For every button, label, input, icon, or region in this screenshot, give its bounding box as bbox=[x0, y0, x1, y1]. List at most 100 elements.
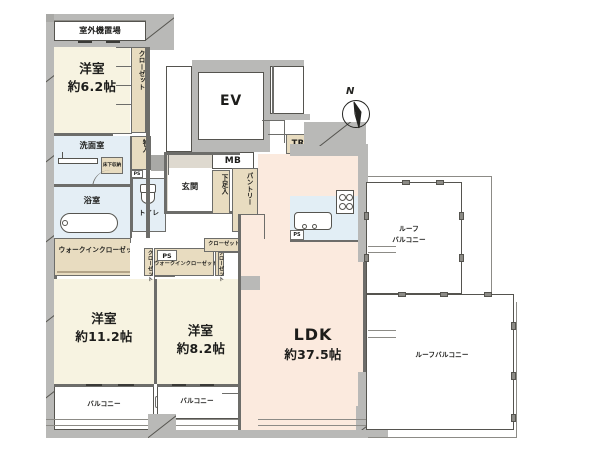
ldk-south-edge-line-2 bbox=[258, 425, 368, 426]
compass-north-label: N bbox=[346, 86, 355, 97]
wic-west-label: ウォークインクローゼット bbox=[54, 246, 144, 256]
closet-small-a bbox=[144, 248, 153, 276]
partition-center-vertical bbox=[146, 133, 150, 238]
ldk-label: LDK bbox=[293, 325, 333, 344]
room-ldk-extension bbox=[240, 214, 268, 430]
roof-balcony-upper-line2: バルコニー bbox=[392, 235, 426, 244]
wall-corridor-top bbox=[270, 60, 304, 66]
closet-door-arc bbox=[116, 47, 132, 63]
wall-segment-ne bbox=[146, 42, 174, 50]
outdoor-unit-label: 室外機置場 bbox=[79, 25, 121, 35]
roof-balcony-connector-4 bbox=[368, 252, 396, 253]
wall-hatch-w3 bbox=[46, 230, 54, 246]
wall-ldk-west-jog bbox=[240, 276, 260, 290]
wall-hatch-w5 bbox=[46, 386, 54, 402]
closet-door-arc bbox=[116, 104, 132, 120]
bathroom-label: 浴室 bbox=[83, 195, 101, 205]
entrance-label: 玄関 bbox=[181, 181, 199, 191]
bedroom-south-area: 約8.2帖 bbox=[176, 341, 226, 356]
closet-small-a-label: クローゼット bbox=[147, 250, 153, 282]
exterior-wall-top bbox=[54, 14, 146, 20]
railing-post bbox=[511, 372, 516, 380]
balcony-edge-line bbox=[46, 425, 346, 426]
partition-entrance-top bbox=[166, 152, 240, 155]
ldk-area: 約37.5帖 bbox=[284, 347, 342, 362]
ps-label-d: PS bbox=[293, 232, 301, 238]
partition-ldk-east bbox=[363, 262, 366, 372]
closet-north-label: クローゼット bbox=[137, 50, 145, 91]
railing-post bbox=[436, 180, 444, 185]
wall-hatch-ne bbox=[146, 14, 174, 42]
wall-corridor-bottom bbox=[264, 114, 310, 120]
closet-door-arc bbox=[116, 85, 132, 101]
wall-hatch-w1 bbox=[46, 70, 54, 86]
partition-ldk-west bbox=[238, 214, 241, 430]
railing-post bbox=[511, 322, 516, 330]
stove-burners bbox=[336, 190, 354, 214]
ps-label-b: PS bbox=[162, 251, 172, 260]
sliding-door-tick bbox=[106, 41, 120, 43]
railing-post bbox=[459, 254, 464, 262]
partition-closet-east bbox=[146, 47, 150, 133]
railing-post bbox=[364, 212, 369, 220]
common-corridor-right bbox=[270, 66, 304, 114]
roof-balcony-connector-3 bbox=[368, 246, 396, 247]
railing-post bbox=[511, 414, 516, 422]
sliding-door-tick bbox=[172, 384, 186, 387]
sliding-door-tick bbox=[78, 41, 92, 43]
wall-entry-corner bbox=[151, 155, 167, 171]
wall-ldk-south bbox=[258, 430, 368, 438]
railing-post bbox=[459, 212, 464, 220]
wic-west-text: ウォークインクローゼット bbox=[58, 246, 140, 254]
roof-balcony-lower-label: ルーフバルコニー bbox=[415, 351, 469, 359]
structural-pier-south bbox=[148, 414, 176, 438]
underfloor-storage-label: 床下収納 bbox=[102, 162, 122, 168]
ps-chip-b: PS bbox=[157, 250, 177, 261]
partition-dot bbox=[54, 276, 57, 279]
railing-post bbox=[398, 292, 406, 297]
roof-balcony-connector-2 bbox=[368, 337, 396, 338]
roof-balcony-lower-outline bbox=[516, 302, 517, 438]
railing-post bbox=[484, 292, 492, 297]
wall-hatch-w4 bbox=[46, 310, 54, 326]
wall-ldk-east-lower bbox=[358, 372, 368, 430]
wall-ldk-east-upper bbox=[358, 154, 368, 262]
roof-balcony-upper-line1: ルーフ bbox=[399, 225, 419, 233]
railing-post bbox=[402, 180, 410, 185]
sink-drain-2 bbox=[312, 224, 317, 229]
railing-post bbox=[364, 254, 369, 262]
closet-south-label: クローゼット bbox=[208, 241, 240, 247]
bedroom-north-area: 約6.2帖 bbox=[67, 79, 117, 94]
bedroom-west-name: 洋室 bbox=[91, 311, 117, 326]
pantry-label: パントリー bbox=[245, 172, 253, 206]
bedroom-south-name: 洋室 bbox=[187, 323, 214, 338]
elevator-car bbox=[198, 72, 264, 140]
bedroom-north-name: 洋室 bbox=[79, 61, 105, 76]
room-bedroom-west bbox=[54, 279, 154, 384]
wall-hatch-w2 bbox=[46, 150, 54, 166]
wic-shelf bbox=[57, 271, 141, 273]
ldk-door-arc bbox=[240, 214, 265, 239]
wic-west bbox=[54, 238, 144, 276]
ps-chip-d: PS bbox=[290, 230, 304, 240]
wall-under-outdoor-unit bbox=[54, 41, 146, 47]
shoe-box-label: 下足入 bbox=[220, 174, 228, 195]
wic-center-text: ウォークインクローゼット bbox=[154, 261, 218, 267]
railing-post bbox=[440, 292, 448, 297]
sliding-door-tick bbox=[86, 384, 102, 387]
roof-balcony-lower bbox=[366, 294, 514, 430]
elevator-label: EV bbox=[219, 93, 243, 109]
bathtub-drain bbox=[62, 220, 68, 226]
balcony-west-label: バルコニー bbox=[87, 400, 121, 408]
compass-rose: N bbox=[334, 86, 378, 136]
trunk-room-label: TR bbox=[291, 138, 305, 148]
partition-bedroom-north-south bbox=[54, 133, 112, 136]
roof-balcony-lower-outline bbox=[368, 437, 516, 438]
bathtub bbox=[60, 213, 118, 233]
underfloor-storage-chip: 床下収納 bbox=[101, 157, 123, 174]
partition-entrance-bottom bbox=[166, 211, 240, 214]
wall-corner-nw bbox=[46, 14, 54, 22]
corridor-center bbox=[130, 238, 144, 276]
sink-drain bbox=[302, 224, 307, 229]
